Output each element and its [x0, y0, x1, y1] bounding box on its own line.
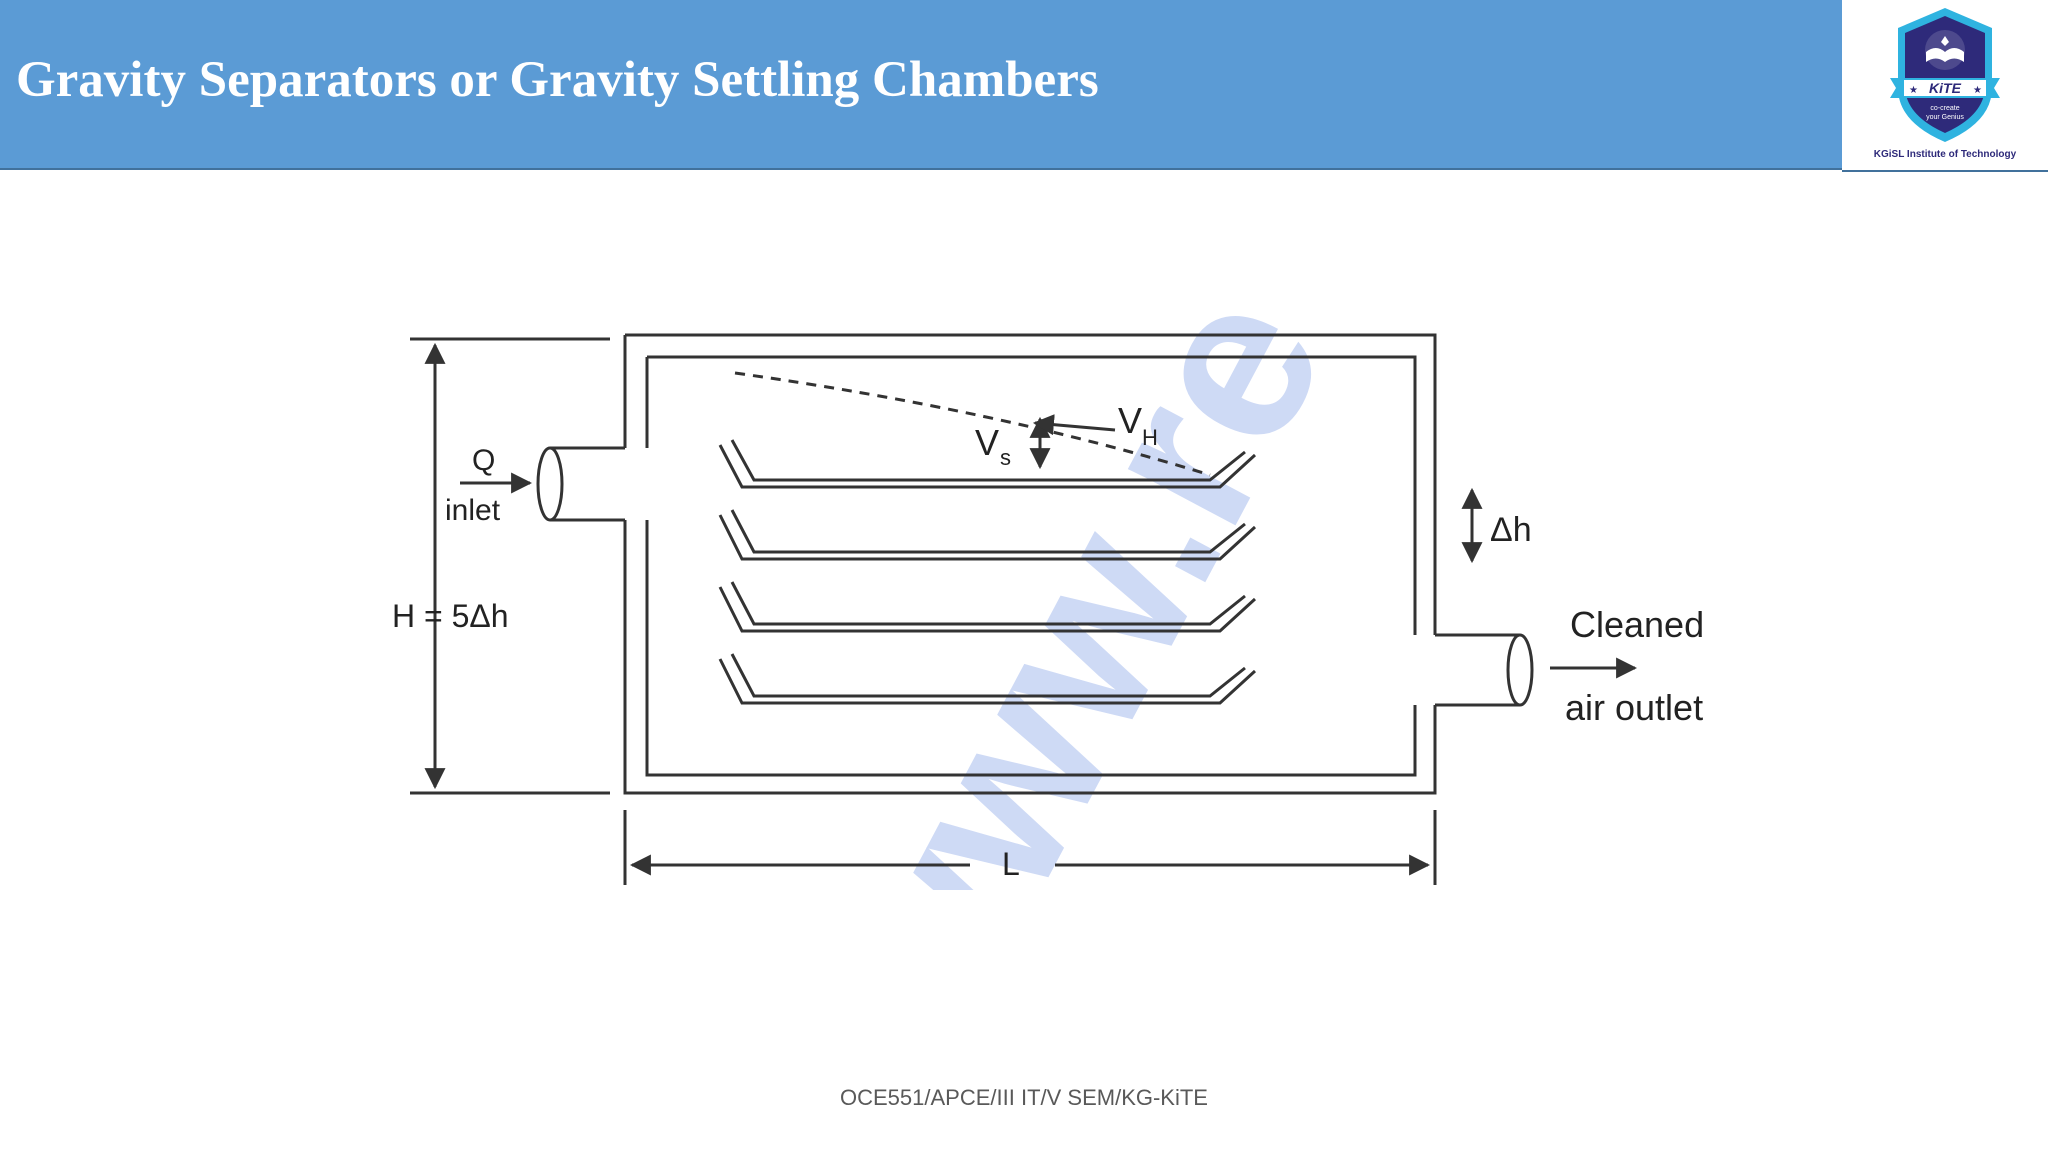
inlet-flow-label: Q	[472, 444, 495, 477]
svg-text:★: ★	[1973, 85, 1982, 96]
settling-velocity-label: V	[975, 422, 999, 463]
logo-tagline-1: co-create	[1930, 105, 1959, 112]
watermark-text: www.re	[766, 315, 1373, 890]
settling-tray-4	[718, 653, 1257, 705]
slide-footer: OCE551/APCE/III IT/V SEM/KG-KiTE	[840, 1085, 1208, 1110]
outlet-label-line2: air outlet	[1565, 687, 1703, 728]
title-bar: Gravity Separators or Gravity Settling C…	[0, 0, 1842, 170]
chamber-drawing: www.re	[392, 315, 1704, 890]
slide-title: Gravity Separators or Gravity Settling C…	[16, 52, 1099, 108]
book-icon	[1926, 48, 1964, 62]
outlet-pipe-opening	[1506, 633, 1534, 707]
flame-icon	[1941, 36, 1949, 46]
settling-tray-2	[718, 509, 1257, 561]
length-extension-lines	[623, 810, 1437, 885]
particle-trajectory-line	[734, 371, 1211, 477]
settling-tray-1	[718, 439, 1257, 489]
inlet-pipe-opening	[536, 446, 564, 522]
settling-tray-3	[718, 581, 1257, 633]
settling-chamber-diagram: www.re	[380, 315, 1750, 890]
height-extension-lines	[410, 337, 610, 795]
tray-spacing-label: Δh	[1490, 511, 1532, 549]
outlet-label-line1: Cleaned	[1570, 604, 1704, 645]
outlet-pipe	[1435, 633, 1520, 707]
inlet-pipe	[550, 446, 625, 522]
horizontal-velocity-arrow	[1032, 414, 1116, 436]
logo-badge-text: KiTE	[1929, 80, 1962, 96]
shield-inner-icon	[1905, 16, 1985, 133]
logo-tagline-2: your Genius	[1926, 114, 1964, 121]
horizontal-velocity-label: V	[1118, 400, 1142, 441]
settling-velocity-subscript: s	[1000, 445, 1011, 470]
chamber-inner-wall	[645, 355, 1417, 777]
length-label: L	[1002, 846, 1020, 882]
institute-logo: KiTE ★ ★ co-create your Genius KGiSL Ins…	[1842, 0, 2048, 172]
kite-logo-emblem: KiTE ★ ★ co-create your Genius KGiSL Ins…	[1874, 8, 2017, 160]
inlet-label: inlet	[445, 494, 501, 527]
horizontal-velocity-subscript: H	[1142, 425, 1158, 450]
logo-institute-name: KGiSL Institute of Technology	[1874, 149, 2017, 160]
chamber-outer-wall	[623, 333, 1437, 795]
height-label: H = 5Δh	[392, 598, 509, 634]
svg-text:★: ★	[1909, 85, 1918, 96]
